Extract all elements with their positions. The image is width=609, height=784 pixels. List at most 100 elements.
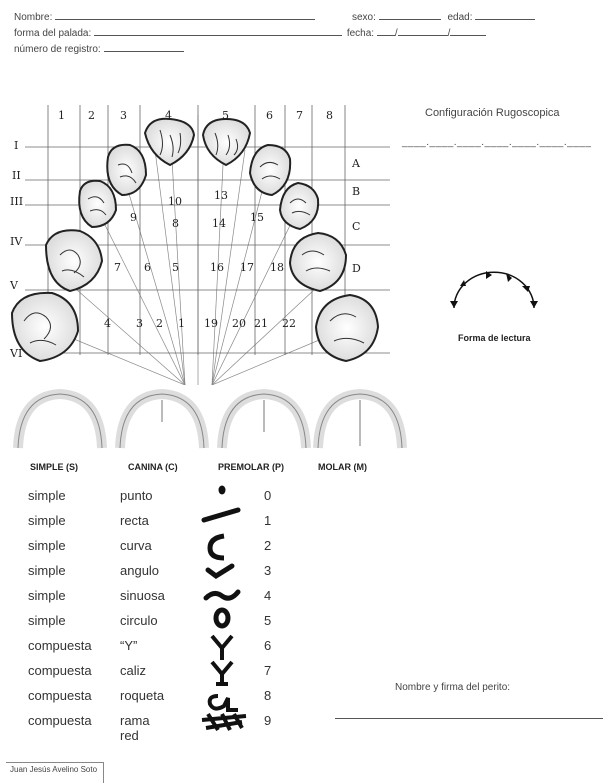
- sexo-field[interactable]: [379, 18, 441, 20]
- nombre-row: Nombre:: [14, 12, 315, 23]
- sinuosa-symbol-icon: [206, 592, 238, 598]
- col-label: 7: [296, 109, 303, 122]
- tooth-icon: [250, 145, 290, 195]
- zone-label: 10: [168, 195, 182, 208]
- legend-forma: sinuosa: [120, 588, 165, 603]
- config-blanks[interactable]: ____.____.____.____.____.____.____: [402, 137, 591, 148]
- legend-num: 0: [264, 488, 271, 503]
- punto-symbol-icon: [219, 486, 225, 494]
- legend-forma: rama red: [120, 713, 150, 743]
- tooth-icon: [290, 233, 346, 291]
- palate-diagram: 1 2 3 4 5 6 7 8 I II III IV V VI A B C D…: [0, 95, 390, 385]
- arch-label: PREMOLAR (P): [218, 462, 284, 472]
- legend-forma: “Y”: [120, 638, 137, 653]
- zone-label: 6: [144, 261, 151, 274]
- zone-label: 16: [210, 261, 224, 274]
- forma-field[interactable]: [94, 34, 342, 36]
- firma-line[interactable]: [335, 718, 603, 719]
- arch-label: SIMPLE (S): [30, 462, 78, 472]
- legend-tipo: compuesta: [28, 688, 92, 703]
- row-label-left: II: [12, 169, 21, 182]
- footer-author: Juan Jesús Avelino Soto: [6, 762, 104, 783]
- legend-forma: roqueta: [120, 688, 164, 703]
- legend-tipo: simple: [28, 488, 66, 503]
- firma-label: Nombre y firma del perito:: [395, 682, 510, 693]
- row-label-left: V: [9, 279, 19, 292]
- fecha-anio-field[interactable]: [450, 34, 486, 36]
- caliz-symbol-icon: [212, 662, 232, 684]
- registro-row: número de registro:: [14, 44, 184, 55]
- nombre-label: Nombre:: [14, 12, 52, 23]
- zone-label: 4: [104, 317, 111, 330]
- curva-symbol-icon: [210, 536, 224, 558]
- legend-forma: recta: [120, 513, 149, 528]
- legend-tipo: simple: [28, 613, 66, 628]
- arch-premolar-icon: [222, 394, 306, 448]
- nombre-field[interactable]: [55, 18, 315, 20]
- row-label-right: C: [352, 220, 360, 233]
- legend-num: 3: [264, 563, 271, 578]
- col-label: 8: [326, 109, 333, 122]
- forma-row: forma del palada: fecha: //: [14, 28, 486, 39]
- zone-label: 1: [178, 317, 185, 330]
- legend-num: 9: [264, 713, 271, 728]
- row-label-left: VI: [9, 347, 22, 360]
- fecha-dia-field[interactable]: [377, 34, 395, 36]
- legend-num: 2: [264, 538, 271, 553]
- tooth-icon: [79, 181, 116, 227]
- tooth-icon: [316, 295, 378, 361]
- legend-forma: circulo: [120, 613, 158, 628]
- legend-num: 4: [264, 588, 271, 603]
- tooth-icon: [145, 119, 194, 165]
- legend-num: 1: [264, 513, 271, 528]
- zone-label: 14: [212, 217, 226, 230]
- col-label: 1: [58, 109, 65, 122]
- col-label: 3: [120, 109, 127, 122]
- zone-label: 3: [136, 317, 143, 330]
- tooth-icon: [46, 230, 102, 291]
- angulo-symbol-icon: [208, 566, 232, 576]
- legend-tipo: simple: [28, 538, 66, 553]
- zone-label: 5: [172, 261, 179, 274]
- legend-forma: angulo: [120, 563, 159, 578]
- row-label-right: B: [352, 185, 360, 198]
- arch-canina-icon: [120, 394, 204, 448]
- legend-tipo: compuesta: [28, 713, 92, 728]
- row-label-left: I: [14, 139, 18, 152]
- legend-tipo: compuesta: [28, 638, 92, 653]
- row-label-right: D: [352, 262, 361, 275]
- arch-label: CANINA (C): [128, 462, 178, 472]
- zone-label: 15: [250, 211, 264, 224]
- legend-num: 8: [264, 688, 271, 703]
- sexo-row: sexo: edad:: [352, 12, 535, 23]
- registro-label: número de registro:: [14, 44, 101, 55]
- tooth-icon: [203, 119, 250, 165]
- zone-label: 2: [156, 317, 163, 330]
- zone-label: 17: [240, 261, 254, 274]
- edad-label: edad:: [447, 12, 472, 23]
- fecha-mes-field[interactable]: [398, 34, 448, 36]
- edad-field[interactable]: [475, 18, 535, 20]
- col-label: 2: [88, 109, 95, 122]
- legend-tipo: compuesta: [28, 663, 92, 678]
- row-label-left: III: [10, 195, 23, 208]
- lectura-label: Forma de lectura: [458, 333, 531, 343]
- arch-label: MOLAR (M): [318, 462, 367, 472]
- forma-label: forma del palada:: [14, 28, 91, 39]
- zone-label: 20: [232, 317, 246, 330]
- zone-label: 8: [172, 217, 179, 230]
- config-title: Configuración Rugoscopica: [425, 107, 560, 119]
- legend-num: 5: [264, 613, 271, 628]
- y-symbol-icon: [212, 636, 232, 660]
- sexo-label: sexo:: [352, 12, 376, 23]
- zone-label: 18: [270, 261, 284, 274]
- legend-num: 7: [264, 663, 271, 678]
- registro-field[interactable]: [104, 50, 184, 52]
- fecha-label: fecha:: [347, 28, 374, 39]
- zone-label: 9: [130, 211, 137, 224]
- rama-red-symbol-icon: [202, 714, 246, 730]
- legend-tipo: simple: [28, 588, 66, 603]
- legend-forma: curva: [120, 538, 152, 553]
- row-label-right: A: [351, 157, 361, 170]
- recta-symbol-icon: [204, 510, 238, 520]
